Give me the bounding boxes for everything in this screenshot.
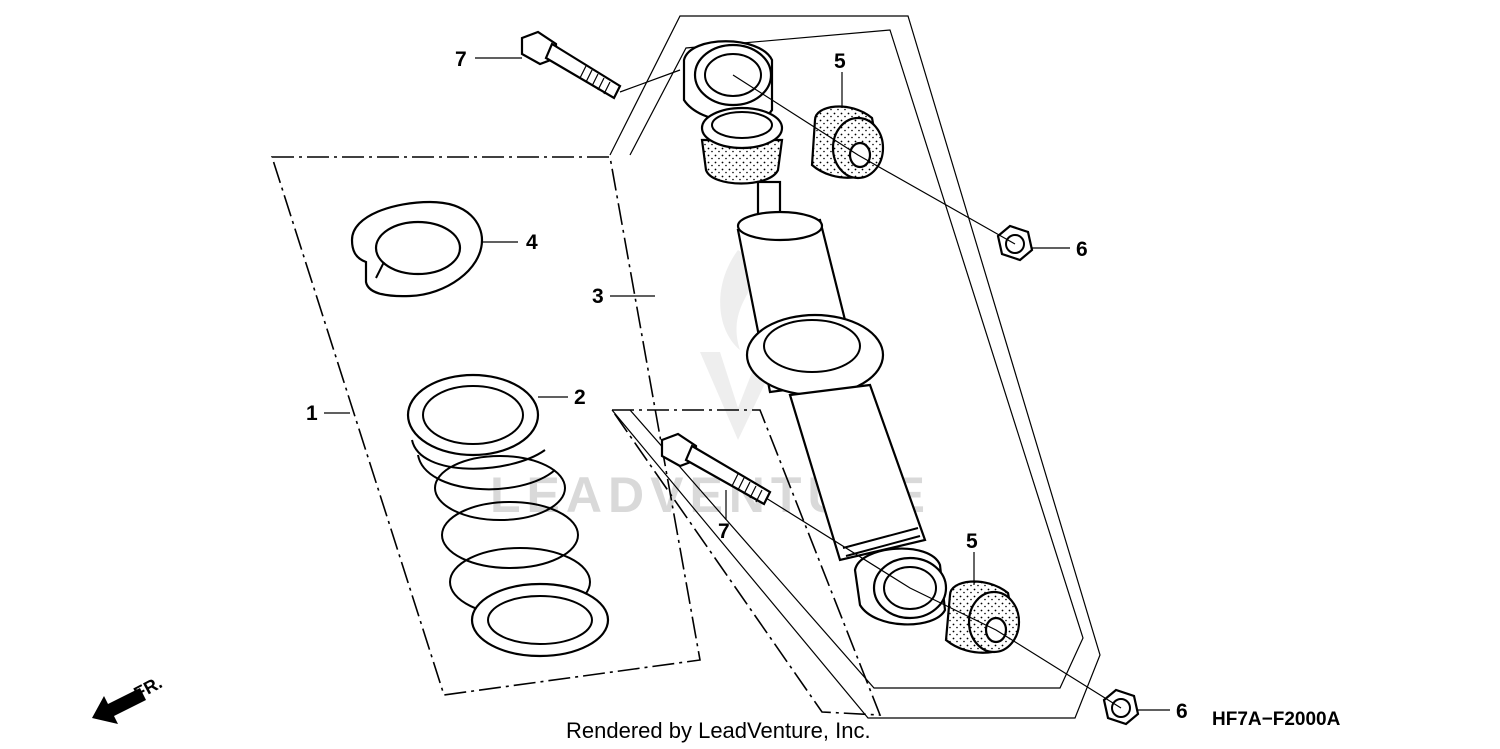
direction-indicator: FR.: [92, 672, 165, 724]
spring-group-outline: [270, 156, 701, 696]
leader-lines: [324, 57, 1170, 711]
shock-group-outline: [609, 15, 1101, 719]
assembly-centerlines: [619, 69, 1122, 709]
shock-inner-outline: [629, 29, 1084, 689]
shock-absorber: [682, 40, 948, 626]
bolt-group-outline: [610, 409, 882, 716]
callout-1: 1: [306, 402, 318, 425]
credit-text: Rendered by LeadVenture, Inc.: [566, 718, 871, 743]
upper-bolt: [520, 30, 622, 100]
coil-spring: [406, 373, 610, 658]
spring-seat: [350, 200, 484, 298]
callout-7-upper: 7: [455, 48, 467, 71]
lower-bushing: [944, 580, 1021, 654]
callout-3: 3: [592, 285, 604, 308]
callout-5-upper: 5: [834, 50, 846, 73]
callout-6-lower: 6: [1176, 700, 1188, 723]
lower-nut: [1102, 688, 1140, 726]
callout-7-lower: 7: [718, 520, 730, 543]
callout-6-upper: 6: [1076, 238, 1088, 261]
callout-5-lower: 5: [966, 530, 978, 553]
upper-nut: [996, 224, 1034, 262]
diagram-code: HF7A−F2000A: [1212, 709, 1341, 730]
lower-bolt: [660, 432, 772, 506]
callout-4: 4: [526, 231, 538, 254]
callout-2: 2: [574, 386, 586, 409]
upper-bushing: [810, 105, 885, 180]
arrow-front-icon: [92, 688, 146, 724]
